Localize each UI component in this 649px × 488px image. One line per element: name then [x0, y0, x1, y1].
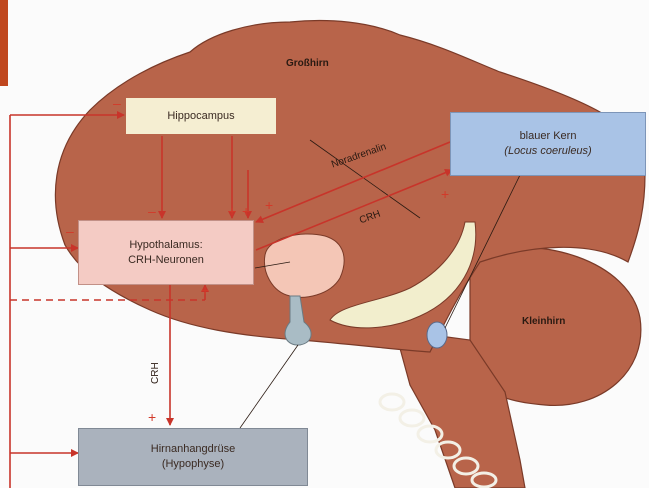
hypothalamus-label-line1: Hypothalamus:: [129, 238, 202, 253]
pituitary-box: Hirnanhangdrüse (Hypophyse): [78, 428, 308, 486]
crh-vertical-label: CRH: [150, 362, 161, 384]
accent-bar: [0, 0, 8, 86]
minus-sign-hippo-arrow: –: [148, 204, 156, 218]
hippocampus-label: Hippocampus: [167, 109, 234, 124]
cerebrum-label: Großhirn: [286, 58, 329, 69]
hypothalamus-label-line2: CRH-Neuronen: [128, 253, 204, 268]
plus-sign-crh: +: [441, 187, 449, 201]
locus-label-line1: blauer Kern: [520, 129, 577, 144]
plus-sign-hippo-arrow-1: +: [228, 204, 236, 218]
plus-sign-noradrenalin: +: [265, 198, 273, 212]
cerebellum-label: Kleinhirn: [522, 316, 565, 327]
locus-coeruleus-dot: [427, 322, 447, 348]
plus-sign-hippo-arrow-2: +: [242, 204, 250, 218]
pituitary-label-line2: (Hypophyse): [162, 457, 224, 472]
plus-sign-hypo-feedback: +: [201, 283, 209, 297]
plus-sign-pituitary: +: [148, 410, 156, 424]
locus-coeruleus-box: blauer Kern (Locus coeruleus): [450, 112, 646, 176]
locus-label-line2: (Locus coeruleus): [504, 144, 591, 159]
hippocampus-box: Hippocampus: [126, 98, 276, 134]
pituitary-label-line1: Hirnanhangdrüse: [151, 442, 235, 457]
hypothalamus-box: Hypothalamus: CRH-Neuronen: [78, 220, 254, 285]
minus-sign-hippo-top: –: [113, 96, 121, 110]
minus-sign-hypo-left: –: [66, 224, 74, 238]
